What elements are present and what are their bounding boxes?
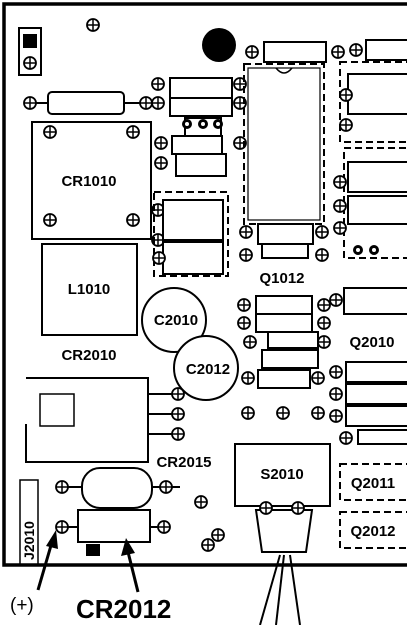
cr2012-component: [55, 509, 171, 556]
cr2015-component: CR2015: [25, 377, 212, 471]
c2010-label: C2010: [154, 312, 198, 329]
q2010-label: Q2010: [349, 334, 394, 351]
q1012-label: Q1012: [259, 270, 304, 287]
mounting-hole-icon: [202, 28, 236, 62]
cr2015-label: CR2015: [156, 454, 211, 471]
q2012-label: Q2012: [350, 523, 395, 540]
q1012-component: Q1012: [239, 41, 345, 287]
c2012-label: C2012: [186, 361, 230, 378]
cr1010-component: CR1010: [31, 121, 152, 240]
resistor-top-left: [23, 91, 153, 115]
l1010-component: L1010: [41, 243, 138, 336]
s2010-component: S2010: [234, 443, 331, 625]
middle-resistor-stack: Q2010: [237, 287, 407, 389]
top-left-connector: [18, 27, 42, 76]
l1010-label: L1010: [68, 281, 111, 298]
oval-component: [55, 467, 180, 509]
q2011-label: Q2011: [351, 475, 395, 492]
c2010-capacitor: C2010: [141, 287, 207, 353]
q2012-component: Q2012: [339, 511, 407, 549]
board-outline: [2, 2, 407, 567]
cr2010-label: CR2010: [61, 347, 116, 364]
c2012-capacitor: C2012: [173, 335, 239, 401]
j2010-label: J2010: [21, 521, 37, 560]
resistor-stack-center: [151, 77, 247, 177]
cr2012-label: CR2012: [76, 594, 171, 624]
round-pads-row: [241, 406, 325, 420]
right-lower-stack: [329, 361, 407, 445]
j2010-connector: J2010: [19, 479, 39, 565]
q2011-component: Q2011: [339, 463, 407, 501]
right-top-cluster: [333, 39, 407, 259]
plus-label: (+): [10, 595, 34, 616]
cr1010-label: CR1010: [61, 173, 116, 190]
arrow-icon: [36, 530, 58, 591]
arrow-icon: [121, 538, 140, 593]
s2010-label: S2010: [260, 466, 303, 483]
solder-pad-icon: [86, 18, 100, 32]
dashed-transistor-area: [152, 191, 229, 277]
